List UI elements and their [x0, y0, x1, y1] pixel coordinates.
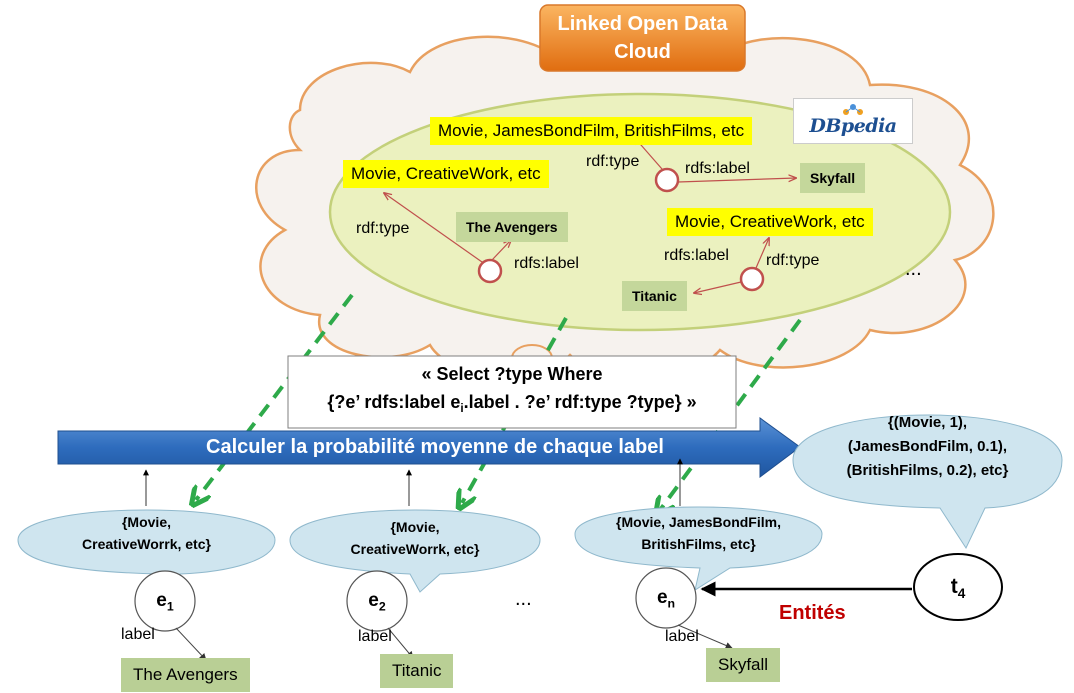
cloud-ellipsis: ... [905, 258, 922, 280]
t4-bubble-line-2: (JamesBondFilm, 0.1), [847, 438, 1008, 455]
entity-label-e1: e1 [135, 590, 195, 614]
label-arrow-1 [175, 627, 207, 661]
resource-node-skyfall [654, 167, 680, 193]
label-word-e1: label [121, 626, 155, 643]
value-box-titanic: Titanic [380, 654, 454, 688]
resource-node-titanic [739, 266, 765, 292]
value-box-avengers: The Avengers [121, 658, 250, 692]
dbpedia-logo: DBpedia [793, 98, 913, 144]
sparql-arrow-2 [462, 317, 568, 503]
rdf-type-skyfall: rdf:type [586, 153, 640, 170]
entity-node-en [635, 567, 697, 629]
rdfs-label-skyfall: rdfs:label [685, 160, 750, 177]
process-arrow [57, 417, 801, 478]
table-label-t4: t4 [918, 575, 998, 601]
bubble-e2-line-1: {Movie, [390, 519, 440, 535]
query-box [287, 355, 737, 429]
type-box-titanic: Movie, CreativeWork, etc [667, 208, 873, 236]
table-node-t4 [913, 553, 1003, 621]
entity-label-e2: e2 [347, 590, 407, 614]
edge-titanic-label [694, 281, 742, 293]
bubble-e1-line-1: {Movie, [121, 514, 171, 530]
bubble-en-line-1: {Movie, JamesBondFilm, [616, 514, 781, 530]
bubble-e1-line-2: CreativeWorrk, etc} [82, 536, 211, 552]
rdfs-label-titanic: rdfs:label [664, 247, 729, 264]
bubble-en [574, 506, 823, 592]
rdfs-label-avengers: rdfs:label [514, 255, 579, 272]
middle-ellipsis: ... [515, 588, 532, 610]
query-line-2-b: .label . ?e’ rdf:type ?type} » [463, 392, 697, 412]
query-line-2-a: {?e’ rdfs:label e [327, 392, 461, 412]
table-letter-t4: t [950, 575, 958, 598]
rdf-type-titanic: rdf:type [766, 252, 820, 269]
edge-avengers-label [491, 240, 511, 261]
table-sub-t4: 4 [957, 585, 966, 601]
edge-avengers-type [384, 193, 483, 263]
dbpedia-logo-text: DBpedia [809, 115, 897, 137]
label-word-en: label [665, 628, 699, 645]
query-line-2: {?e’ rdfs:label ei.label . ?e’ rdf:type … [288, 392, 736, 416]
entity-letter-e2: e [368, 590, 379, 611]
entites-label: Entités [779, 602, 846, 624]
label-box-skyfall: Skyfall [800, 163, 866, 193]
label-arrow-2 [387, 627, 414, 659]
entity-sub-en: n [667, 596, 676, 611]
value-box-skyfall: Skyfall [706, 648, 781, 682]
t4-bubble-line-3: (BritishFilms, 0.2), etc} [846, 462, 1009, 479]
lod-title-box [539, 4, 746, 72]
sparql-arrow-1 [196, 293, 354, 500]
entity-node-e1 [134, 570, 196, 632]
label-word-e2: label [358, 628, 392, 645]
label-box-titanic: Titanic [622, 281, 687, 311]
bubble-t4 [792, 414, 1063, 550]
rdf-type-avengers: rdf:type [356, 220, 410, 237]
entity-sub-e1: 1 [166, 599, 174, 614]
entity-letter-e1: e [156, 590, 167, 611]
lod-title: Linked Open Data Cloud [557, 13, 728, 63]
bubble-en-line-2: BritishFilms, etc} [641, 536, 756, 552]
entity-sub-e2: 2 [378, 599, 386, 614]
type-box-skyfall: Movie, JamesBondFilm, BritishFilms, etc [430, 117, 753, 145]
resource-node-avengers [477, 258, 503, 284]
query-line-2-sub: i [460, 402, 464, 416]
entity-label-en: en [636, 587, 696, 611]
type-box-avengers: Movie, CreativeWork, etc [343, 160, 549, 188]
label-box-avengers: The Avengers [456, 212, 568, 242]
entity-letter-en: e [656, 587, 668, 608]
bubble-e2 [289, 509, 541, 593]
dbpedia-logo-graphic [842, 102, 864, 116]
edge-skyfall-label [677, 178, 796, 183]
t4-bubble-line-1: {(Movie, 1), [887, 414, 968, 431]
edge-titanic-type [755, 238, 769, 269]
entity-node-e2 [346, 570, 408, 632]
bubble-e1 [17, 509, 276, 591]
query-line-1: « Select ?type Where [421, 364, 603, 384]
process-arrow-label: Calculer la probabilité moyenne de chaqu… [206, 436, 664, 458]
bubble-e2-line-2: CreativeWorrk, etc} [350, 541, 480, 557]
label-arrow-3 [677, 624, 733, 649]
